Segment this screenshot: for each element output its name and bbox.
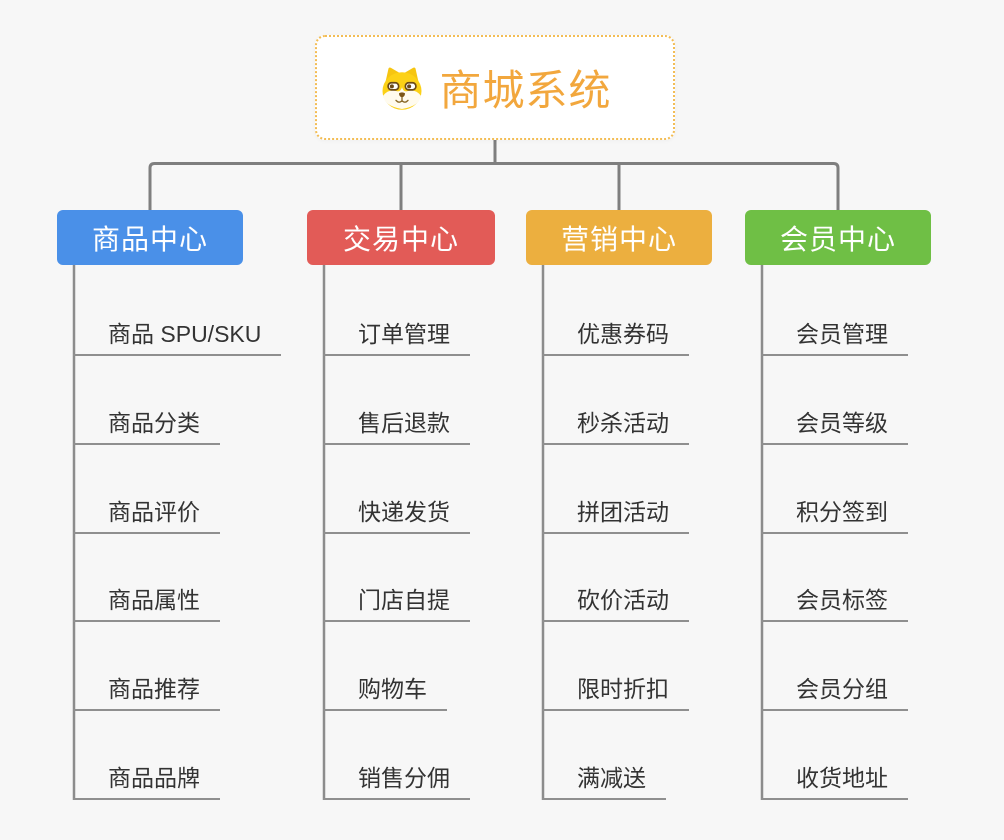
leaf-node[interactable]: 限时折扣 <box>542 671 689 712</box>
branch-node-0[interactable]: 商品中心 <box>57 210 243 265</box>
tree-connector-path <box>148 140 840 210</box>
leaf-node[interactable]: 商品 SPU/SKU <box>73 316 282 356</box>
leaf-node[interactable]: 商品品牌 <box>73 760 220 800</box>
branch-node-2[interactable]: 营销中心 <box>526 210 712 265</box>
leaf-node[interactable]: 订单管理 <box>323 316 470 356</box>
leaf-node[interactable]: 商品推荐 <box>73 671 220 712</box>
leaf-node[interactable]: 秒杀活动 <box>542 405 689 445</box>
leaf-node[interactable]: 门店自提 <box>323 582 470 623</box>
leaf-node[interactable]: 商品属性 <box>73 582 220 623</box>
branch-node-3[interactable]: 会员中心 <box>745 210 931 265</box>
leaf-node[interactable]: 售后退款 <box>323 405 470 445</box>
leaf-node[interactable]: 积分签到 <box>761 494 908 534</box>
leaf-node[interactable]: 商品分类 <box>73 405 220 445</box>
leaf-node[interactable]: 购物车 <box>323 671 447 712</box>
leaf-node[interactable]: 销售分佣 <box>323 760 470 800</box>
leaf-node[interactable]: 商品评价 <box>73 494 220 534</box>
root-node-label: 商城系统 <box>439 67 612 114</box>
leaf-node[interactable]: 满减送 <box>542 760 666 800</box>
branch-node-1[interactable]: 交易中心 <box>307 210 495 265</box>
root-node[interactable]: 商城系统 <box>315 35 675 140</box>
leaf-node[interactable]: 快递发货 <box>323 494 470 534</box>
leaf-node[interactable]: 会员等级 <box>761 405 908 445</box>
leaf-node[interactable]: 会员标签 <box>761 582 908 623</box>
shiba-dog-icon <box>382 67 422 110</box>
leaf-node[interactable]: 优惠券码 <box>542 316 689 356</box>
leaf-node[interactable]: 会员分组 <box>761 671 908 712</box>
leaf-node[interactable]: 收货地址 <box>761 760 908 800</box>
leaf-node[interactable]: 砍价活动 <box>542 582 689 623</box>
leaf-node[interactable]: 会员管理 <box>761 316 908 356</box>
leaf-node[interactable]: 拼团活动 <box>542 494 689 534</box>
